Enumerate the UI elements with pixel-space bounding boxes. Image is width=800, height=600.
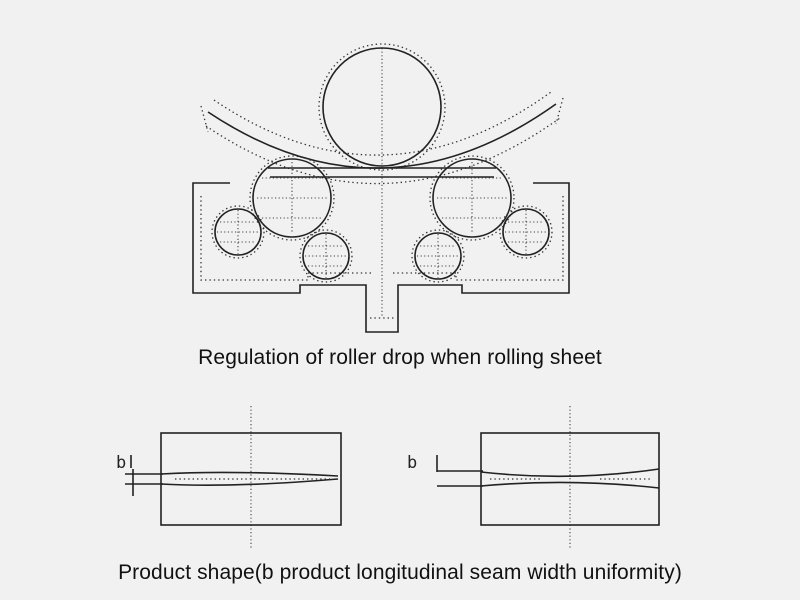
middle-right-roll (432, 158, 512, 238)
left-seam-lower (160, 478, 339, 487)
right-seam-upper (480, 468, 660, 478)
middle-left-roll (252, 158, 332, 238)
upper-roll (322, 47, 442, 167)
sheet-end-left (200, 105, 209, 133)
left-shape-frame (160, 432, 342, 526)
upper-roll-outline (318, 43, 446, 171)
right-seam-lower (480, 481, 660, 489)
inner-right-roll (414, 232, 462, 280)
inner-right-roll-outline (411, 229, 465, 283)
right-b-label: b (407, 453, 417, 473)
outer-left-roll-outline (211, 205, 265, 259)
sheet-end-right (555, 97, 564, 125)
product-shape-left: b (116, 406, 342, 548)
roller-machine (192, 43, 570, 333)
inner-left-roll (302, 232, 350, 280)
outer-left-roll (214, 208, 262, 256)
caption-bottom: Product shape(b product longitudinal sea… (118, 561, 682, 584)
middle-right-roll-outline (429, 155, 515, 241)
frame-right (397, 182, 570, 314)
outer-right-roll-outline (499, 205, 553, 259)
inner-left-roll-outline (299, 229, 353, 283)
left-seam-upper (160, 471, 339, 477)
product-shape-right: b (407, 406, 660, 548)
frame-left (192, 182, 367, 314)
middle-left-roll-outline (249, 155, 335, 241)
frame-foot (365, 314, 399, 333)
left-b-label: b (116, 453, 126, 473)
outer-right-roll (502, 208, 550, 256)
caption-top: Regulation of roller drop when rolling s… (198, 346, 602, 369)
right-shape-frame (480, 432, 660, 526)
